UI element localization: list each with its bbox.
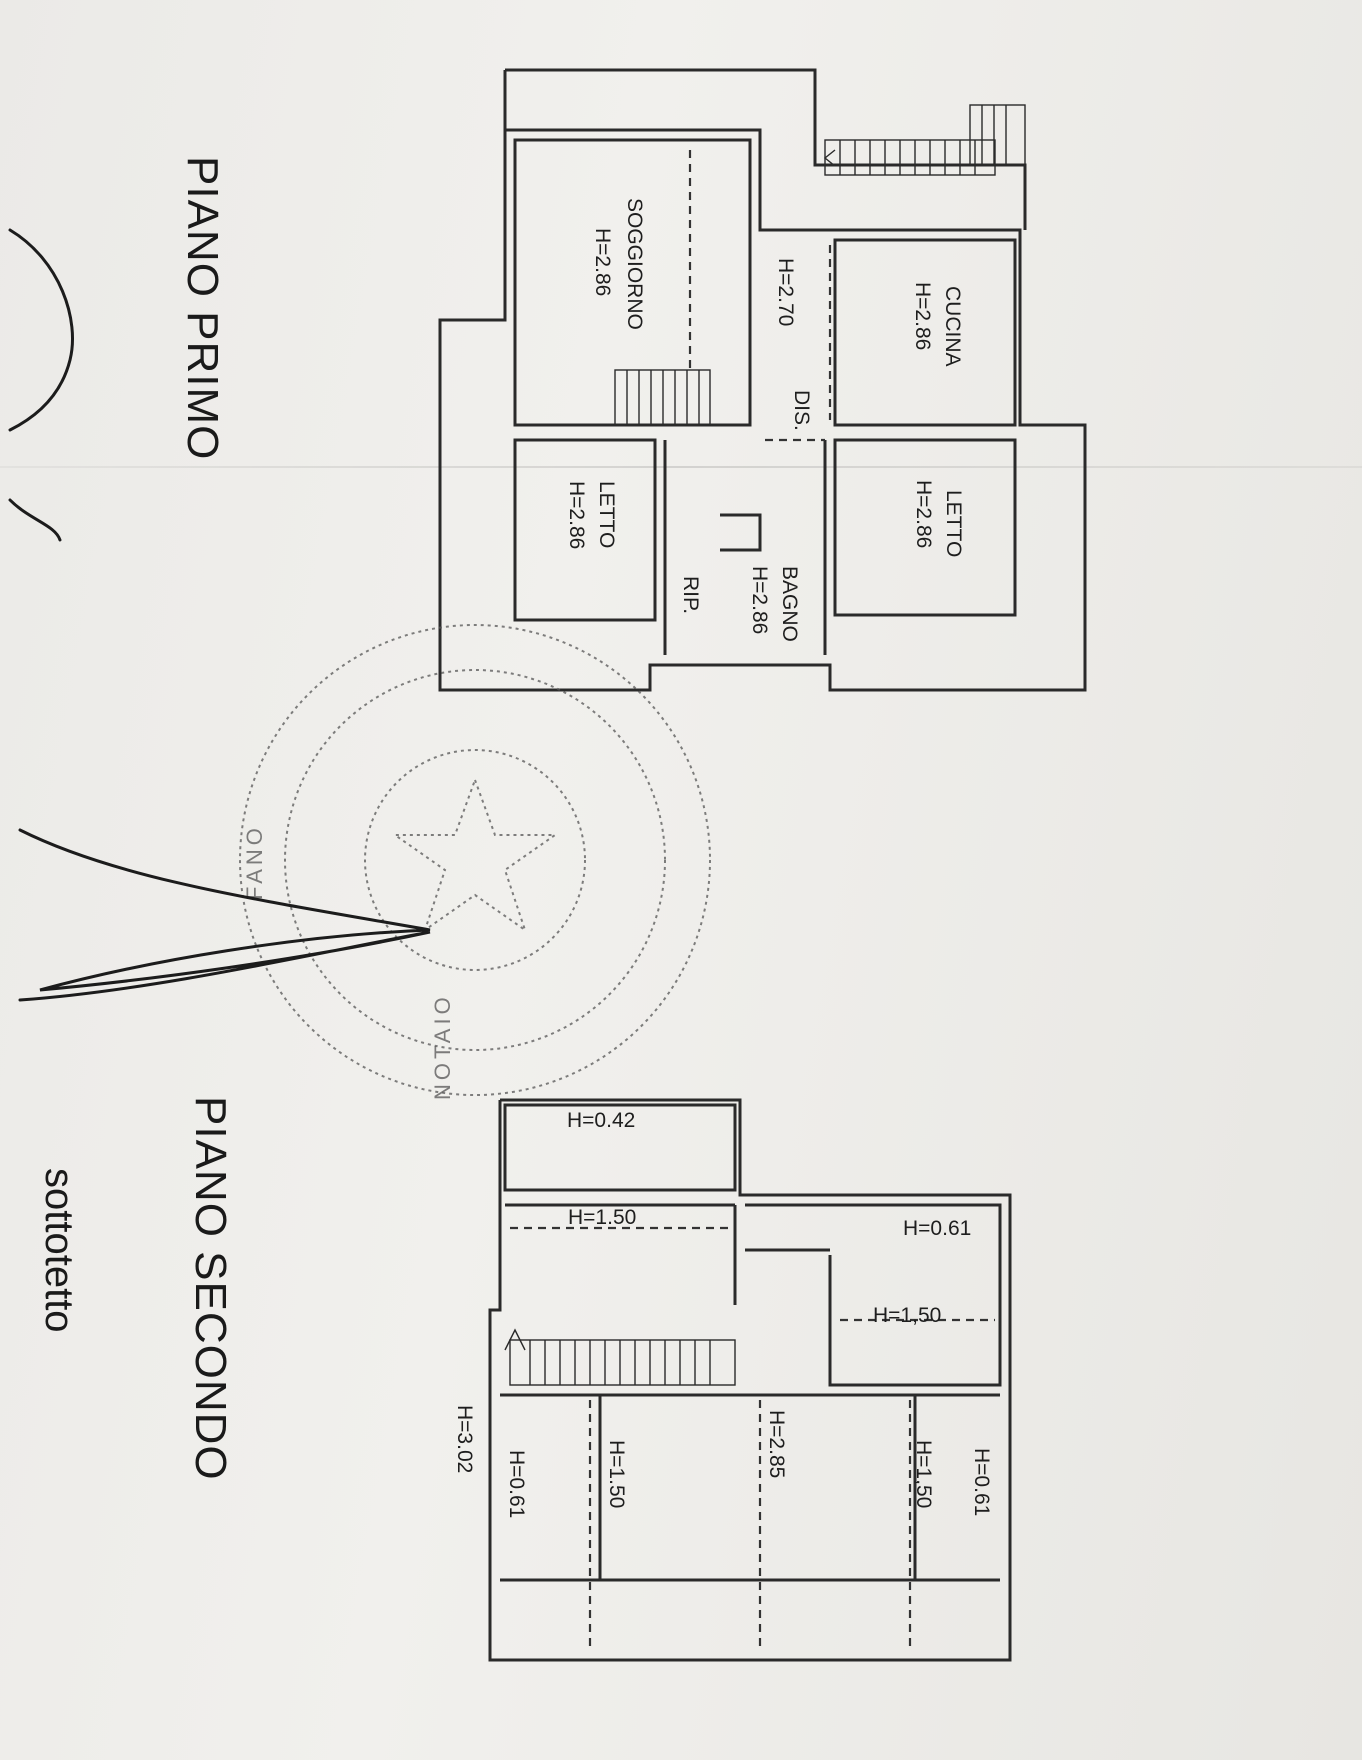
second-floor-outer-wall <box>488 1098 1012 1662</box>
attic-low-zone <box>503 1103 737 1192</box>
height-0-42: H=0.42 <box>567 1109 635 1132</box>
dis-label: DIS. <box>790 390 813 431</box>
cucina-room <box>833 238 1017 427</box>
internal-stair <box>614 369 711 426</box>
height-1-50-left: H=1.50 <box>605 1440 628 1508</box>
first-floor-plan: SOGGIORNO H=2.86 H=2.70 DIS. CUCINA H=2.… <box>438 68 1087 692</box>
height-0-61-right: H=0.61 <box>903 1217 971 1240</box>
letto-left-label: LETTO <box>595 481 618 548</box>
height-3-02: H=3.02 <box>453 1405 476 1473</box>
height-2-85: H=2.85 <box>765 1410 788 1478</box>
sottotetto-subtitle: sottotetto <box>37 1168 81 1333</box>
letto-left-height: H=2.86 <box>565 481 588 549</box>
height-0-61-left: H=0.61 <box>505 1450 528 1518</box>
soggiorno-height: H=2.86 <box>591 228 614 296</box>
soggiorno-label: SOGGIORNO <box>623 198 646 330</box>
height-1-50-top: H=1.50 <box>568 1206 636 1229</box>
height-1-50-bottom-right: H=1,50 <box>912 1440 935 1508</box>
rip-label: RIP. <box>679 576 702 614</box>
attic-stair <box>504 1328 736 1386</box>
stamp-text: NOTAIO <box>430 993 455 1100</box>
corridor-height: H=2.70 <box>774 258 797 326</box>
terrace-outline <box>505 68 1027 230</box>
second-floor-plan: H=0.42 H=1.50 H=0.61 H=1,50 H=3.02 H=0.6… <box>453 1098 1012 1662</box>
height-0-61-bottom-right: H=0.61 <box>970 1448 993 1516</box>
external-stair <box>823 104 1026 176</box>
letto-left-room <box>513 438 657 622</box>
piano-secondo-title: PIANO SECONDO <box>186 1096 235 1481</box>
balcony-left <box>438 130 507 692</box>
notary-stamp: NOTAIO FANO <box>239 624 711 1100</box>
piano-primo-title: PIANO PRIMO <box>178 156 227 460</box>
letto-right-room <box>833 438 1017 617</box>
handwritten-signature <box>8 228 431 1002</box>
stamp-text-left: FANO <box>242 824 267 900</box>
bagno-fixture <box>720 513 762 552</box>
bagno-label: BAGNO <box>778 566 801 642</box>
first-floor-outer-wall <box>505 128 1087 692</box>
letto-right-label: LETTO <box>942 490 965 557</box>
letto-right-height: H=2.86 <box>912 480 935 548</box>
cucina-label: CUCINA <box>941 286 964 367</box>
paper-fold-line <box>0 466 1362 468</box>
cucina-height: H=2.86 <box>911 282 934 350</box>
bagno-height: H=2.86 <box>748 566 771 634</box>
height-1-50-right: H=1,50 <box>873 1304 941 1327</box>
